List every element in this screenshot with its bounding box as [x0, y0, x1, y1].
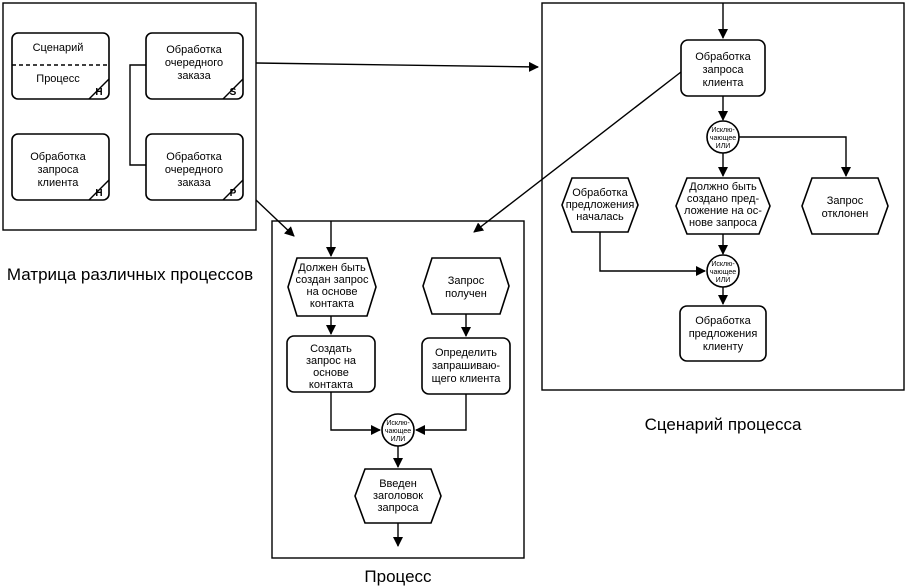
xor-line: Исклю-	[711, 261, 735, 268]
scenario-function-request: Обработка запроса клиента	[680, 39, 766, 97]
scenario-xor-top: Исклю- чающее ИЛИ	[706, 120, 740, 154]
process-event-header-entered: Введен заголовок запроса	[354, 468, 442, 524]
process-matrix: Сценарий Процесс H Обработка очередного …	[2, 2, 257, 284]
matrix-frame	[2, 2, 257, 231]
node-line: нове запроса	[689, 217, 758, 229]
node-line: предложения	[566, 199, 635, 211]
matrix-cell-order-process: Обработка очередного заказа P	[145, 133, 244, 201]
node-line: ложение на ос-	[684, 205, 762, 217]
cell-badge-p: P	[230, 188, 237, 199]
legend-process-label: Процесс	[36, 73, 80, 85]
matrix-legend-cell: Сценарий Процесс H	[11, 32, 110, 100]
matrix-cell-request-handling: Обработка запроса клиента H	[11, 133, 110, 201]
xor-line: чающее	[385, 428, 411, 435]
node-line: Создать	[310, 343, 352, 355]
node-line: Запрос	[827, 195, 864, 207]
scenario-event-offer-required: Должно быть создано пред- ложение на ос-…	[675, 177, 771, 235]
cell-line: Обработка	[30, 151, 86, 163]
node-line: запроса	[378, 502, 420, 514]
arrow-matrix-to-process	[255, 199, 295, 237]
process-function-identify-client: Определить запрашиваю- щего клиента	[421, 337, 511, 395]
xor-line: ИЛИ	[716, 277, 731, 284]
node-line: началась	[576, 211, 624, 223]
node-line: заголовок	[373, 490, 423, 502]
cell-badge-h: H	[95, 188, 102, 199]
scenario-function-offer: Обработка предложения клиенту	[679, 305, 767, 362]
node-line: Введен	[379, 478, 417, 490]
cell-line: очередного	[165, 164, 223, 176]
xor-line: Исклю-	[711, 127, 735, 134]
xor-line: чающее	[710, 269, 736, 276]
arrow-scenario-to-process	[473, 71, 682, 233]
scenario-xor-bottom: Исклю- чающее ИЛИ	[706, 254, 740, 288]
legend-scenario-label: Сценарий	[33, 42, 84, 54]
node-line: контакта	[310, 298, 355, 310]
cell-line: заказа	[177, 177, 211, 189]
scenario-event-request-rejected: Запрос отклонен	[801, 177, 889, 235]
cell-line: очередного	[165, 57, 223, 69]
legend-badge: H	[95, 87, 102, 98]
scenario-caption: Сценарий процесса	[645, 415, 802, 434]
arrow-matrix-to-scenario	[255, 61, 539, 72]
matrix-caption: Матрица различных процессов	[7, 265, 253, 284]
node-line: основе	[313, 367, 349, 379]
cell-line: заказа	[177, 70, 211, 82]
node-line: Должен быть	[298, 262, 366, 274]
matrix-cell-order-scenario: Обработка очередного заказа S	[145, 32, 244, 100]
node-line: Запрос	[448, 275, 485, 287]
node-line: щего клиента	[432, 373, 502, 385]
matrix-connector	[129, 64, 146, 166]
xor-line: ИЛИ	[391, 436, 406, 443]
cell-line: Обработка	[166, 44, 222, 56]
node-line: клиента	[703, 77, 745, 89]
node-line: запроса	[703, 64, 745, 76]
process-xor: Исклю- чающее ИЛИ	[381, 413, 415, 447]
process-event-request-received: Запрос получен	[422, 257, 510, 315]
node-line: создано пред-	[687, 193, 760, 205]
process-frame	[271, 220, 525, 559]
node-line: отклонен	[822, 208, 869, 220]
scenario-event-offer-started: Обработка предложения началась	[561, 177, 639, 233]
cell-line: Обработка	[166, 151, 222, 163]
cell-line: клиента	[38, 177, 80, 189]
process-panel: Должен быть создан запрос на основе конт…	[271, 220, 525, 586]
scenario-panel: Обработка запроса клиента Исклю- чающее …	[541, 2, 905, 434]
node-line: контакта	[309, 379, 354, 391]
cell-line: запроса	[38, 164, 80, 176]
node-line: запрос на	[306, 355, 357, 367]
node-line: Должно быть	[689, 181, 757, 193]
node-line: Обработка	[695, 315, 751, 327]
process-function-create-request: Создать запрос на основе контакта	[286, 335, 376, 393]
node-line: запрашиваю-	[432, 360, 500, 372]
xor-line: ИЛИ	[716, 143, 731, 150]
node-line: Определить	[435, 347, 497, 359]
node-line: клиенту	[703, 341, 744, 353]
node-line: предложения	[689, 328, 758, 340]
node-line: Обработка	[695, 51, 751, 63]
process-event-request-from-contact: Должен быть создан запрос на основе конт…	[287, 257, 377, 317]
process-caption: Процесс	[364, 567, 432, 586]
node-line: получен	[445, 288, 487, 300]
node-line: создан запрос	[296, 274, 369, 286]
node-line: Обработка	[572, 187, 628, 199]
xor-line: Исклю-	[386, 420, 410, 427]
cell-badge-s: S	[230, 87, 237, 98]
xor-line: чающее	[710, 135, 736, 142]
node-line: на основе	[307, 286, 358, 298]
